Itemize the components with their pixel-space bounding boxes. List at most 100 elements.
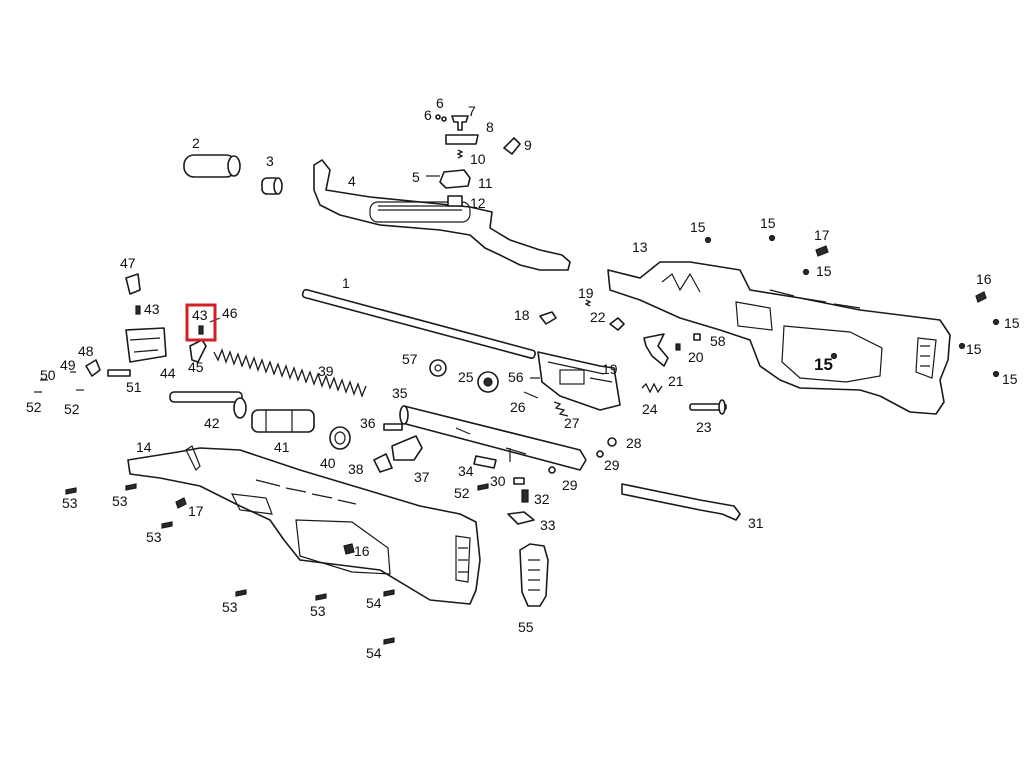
label-53b: 53 xyxy=(112,493,128,509)
label-25: 25 xyxy=(458,369,474,385)
part-4-upper-shroud xyxy=(313,159,571,271)
part-32-screw xyxy=(521,489,529,503)
label-21: 21 xyxy=(668,373,684,389)
label-19a: 19 xyxy=(578,285,594,301)
part-24-spring xyxy=(641,382,663,394)
label-43a: 43 xyxy=(144,301,160,317)
label-50: 50 xyxy=(40,367,56,383)
part-15-screw-a xyxy=(704,236,712,244)
label-49: 49 xyxy=(60,357,76,373)
part-40-ring xyxy=(329,426,351,450)
label-26: 26 xyxy=(510,399,526,415)
label-40: 40 xyxy=(320,455,336,471)
part-11-sight-block xyxy=(439,169,471,189)
label-54b: 54 xyxy=(366,645,382,661)
label-9: 9 xyxy=(524,137,532,153)
label-20: 20 xyxy=(688,349,704,365)
part-15-screw-c xyxy=(802,268,810,276)
part-53-screw-a xyxy=(65,487,77,495)
label-58: 58 xyxy=(710,333,726,349)
part-labels: 1 2 3 4 5 6 6 7 8 9 10 11 12 13 14 15 15… xyxy=(26,95,1020,661)
part-6-pin xyxy=(435,114,447,122)
label-52c: 52 xyxy=(454,485,470,501)
label-37: 37 xyxy=(414,469,430,485)
part-41-piston xyxy=(251,409,315,433)
label-17b: 17 xyxy=(188,503,204,519)
part-53-screw-c xyxy=(161,521,173,529)
label-5: 5 xyxy=(412,169,420,185)
label-3: 3 xyxy=(266,153,274,169)
label-15-large: 15 xyxy=(814,355,833,374)
label-31: 31 xyxy=(748,515,764,531)
label-11: 11 xyxy=(478,175,493,191)
label-53e: 53 xyxy=(310,603,326,619)
part-10-spring xyxy=(456,149,464,159)
label-47: 47 xyxy=(120,255,136,271)
part-53-screw-e xyxy=(315,593,327,601)
part-27-spring xyxy=(553,401,569,417)
part-2-moderator xyxy=(183,154,241,178)
part-17-screw-left xyxy=(175,497,187,509)
label-42: 42 xyxy=(204,415,220,431)
part-54-screw-a xyxy=(383,589,395,597)
label-6b: 6 xyxy=(424,107,432,123)
part-9-plate xyxy=(503,137,521,155)
part-43-screw-a xyxy=(135,305,141,315)
label-41: 41 xyxy=(274,439,290,455)
part-44-housing xyxy=(125,327,167,363)
label-12: 12 xyxy=(470,195,486,211)
label-23: 23 xyxy=(696,419,712,435)
part-16-screw-left xyxy=(343,543,355,555)
label-10: 10 xyxy=(470,151,486,167)
part-7-screw xyxy=(451,115,469,131)
part-26-pin xyxy=(523,391,539,399)
label-15e: 15 xyxy=(966,341,982,357)
part-17-screw xyxy=(815,245,829,257)
part-52-screw-c xyxy=(477,483,489,491)
label-56: 56 xyxy=(508,369,524,385)
part-12-nut xyxy=(447,195,463,207)
label-4: 4 xyxy=(348,173,356,189)
label-18: 18 xyxy=(514,307,530,323)
part-48-lever xyxy=(85,359,101,377)
label-8: 8 xyxy=(486,119,494,135)
part-14-stock-left xyxy=(127,447,481,605)
part-35-cylinder xyxy=(399,405,587,471)
label-15a: 15 xyxy=(690,219,706,235)
part-29-washer-a xyxy=(596,450,604,458)
label-36: 36 xyxy=(360,415,376,431)
label-57: 57 xyxy=(402,351,418,367)
part-34-block xyxy=(473,455,497,469)
part-15-screw-g xyxy=(830,352,838,360)
part-36-pin xyxy=(383,423,403,431)
label-24: 24 xyxy=(642,401,658,417)
label-51: 51 xyxy=(126,379,142,395)
part-53-screw-d xyxy=(235,589,247,597)
label-43-highlighted: 43 xyxy=(192,307,208,323)
part-22-pin xyxy=(609,317,625,331)
label-32: 32 xyxy=(534,491,550,507)
part-15-screw-b xyxy=(768,234,776,242)
part-shapes xyxy=(34,114,1000,645)
part-37-bracket xyxy=(391,435,423,461)
label-7: 7 xyxy=(468,103,476,119)
part-20-pin xyxy=(675,343,681,351)
label-35: 35 xyxy=(392,385,408,401)
part-43-screw-b xyxy=(198,325,204,335)
label-45: 45 xyxy=(188,359,204,375)
label-1: 1 xyxy=(342,275,350,291)
part-42-guide-rod xyxy=(169,391,247,419)
part-47-clip xyxy=(125,273,141,295)
label-19b: 19 xyxy=(602,361,618,377)
part-39-mainspring xyxy=(213,348,367,398)
label-17a: 17 xyxy=(814,227,830,243)
label-27: 27 xyxy=(564,415,580,431)
part-25-wheel xyxy=(477,371,499,393)
label-22: 22 xyxy=(590,309,606,325)
part-19-spring xyxy=(584,299,592,307)
label-53a: 53 xyxy=(62,495,78,511)
label-15f: 15 xyxy=(1002,371,1018,387)
part-4-rail xyxy=(369,201,471,223)
label-34: 34 xyxy=(458,463,474,479)
label-2: 2 xyxy=(192,135,200,151)
